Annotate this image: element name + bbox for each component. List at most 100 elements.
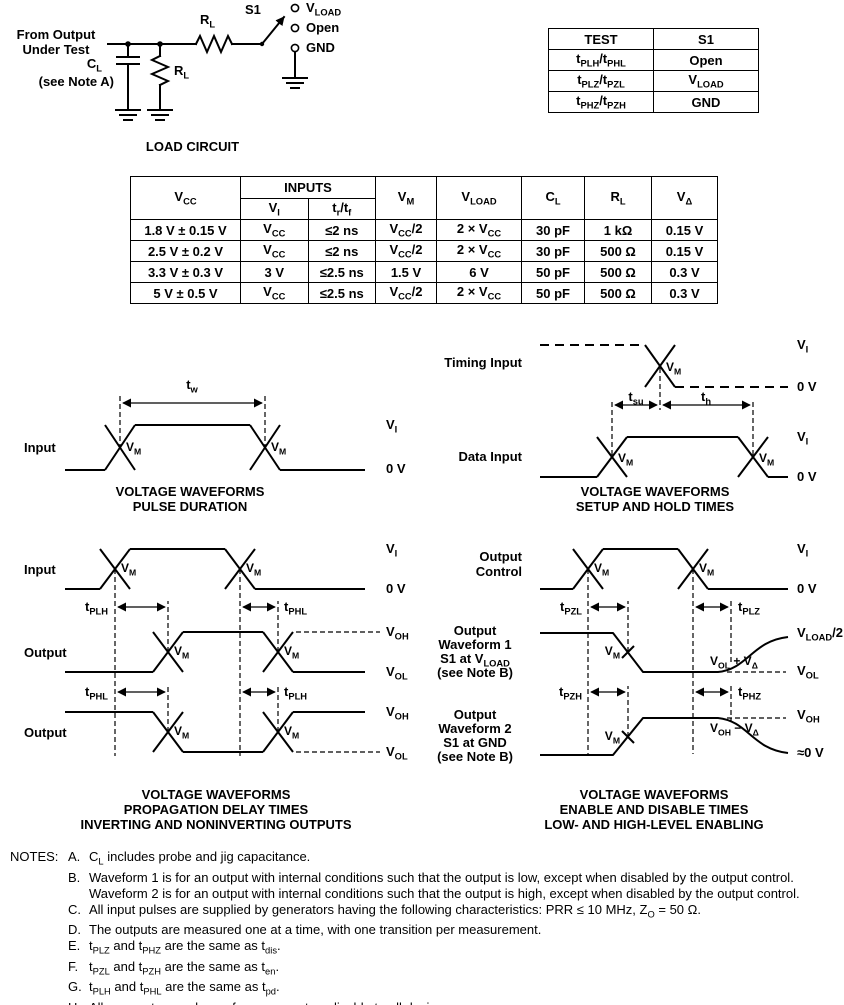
tphl-label: tPHL [84,684,108,702]
note-item: G. tPLH and tPHL are the same as tpd. [68,979,840,1000]
data-cell: GND [653,91,759,113]
enable-caption-2: ENABLE AND DISABLE TIMES [559,802,749,817]
waveform1-label-line4: (see Note B) [437,665,513,680]
table-row: tPHZ/tPZH GND [548,91,759,113]
note-item: D. The outputs are measured one at a tim… [68,922,840,938]
data-cell: ≤2 ns [307,219,376,241]
note-text: tPZL and tPZH are the same as ten. [89,958,280,977]
vm-label: VM [699,561,715,578]
waveform1-label-line3: S1 at VLOAD [440,651,510,669]
data-cell: 50 pF [521,261,585,283]
data-cell: 0.15 V [651,240,718,262]
data-cell: ≤2 ns [307,240,376,262]
vload-terminal-label: VLOAD [306,0,342,18]
data-cell: 2.5 V ± 0.2 V [130,240,241,262]
cl-label: CL [86,56,102,74]
table-row: 3.3 V ± 0.3 V 3 V ≤2.5 ns 1.5 V 6 V 50 p… [130,261,718,283]
note-text: All input pulses are supplied by generat… [89,901,701,920]
s1-label: S1 [245,2,261,17]
control-guides [587,569,694,754]
from-output-line1: From Output [16,27,96,42]
data-cell: 5 V ± 0.5 V [130,282,241,304]
tpzh-label: tPZH [558,684,582,702]
ground-symbol [115,109,141,121]
switch-pivot-dot [259,41,265,47]
data-cell: 2 × VCC [436,240,522,262]
ground-symbol [282,77,308,89]
data-cell: 30 pF [521,240,585,262]
data-cell: VCC/2 [375,219,437,241]
vm-label: VM [126,440,142,457]
note-item: Waveform 2 is for an output with interna… [68,886,840,902]
note-text: All parameters and waveforms are not app… [89,1000,453,1005]
voh-level-label: VOH [797,707,820,725]
data-cell: 50 pF [521,282,585,304]
enable-measure-guides [627,601,732,737]
vi-level-label: VI [386,541,398,559]
data-cell: VCC [240,240,309,262]
data-cell: 6 V [436,261,522,283]
enable-caption-3: LOW- AND HIGH-LEVEL ENABLING [544,817,764,832]
data-cell: 30 pF [521,219,585,241]
data-cell: 3 V [240,261,309,283]
header-cell: tr/tf [307,198,376,220]
vm-label: VM [604,644,620,661]
header-cell: VΔ [651,176,718,220]
header-cell: INPUTS [240,176,376,199]
data-cell: 0.15 V [651,219,718,241]
vm-label: VM [174,644,190,661]
data-cell: 1 kΩ [584,219,652,241]
data-cell: 1.5 V [375,261,437,283]
setup-caption-1: VOLTAGE WAVEFORMS [580,484,730,499]
pulse-input-trace [65,424,365,471]
data-cell: VCC/2 [375,282,437,304]
resistor-symbol-shunt [149,54,171,87]
vm-label: VM [121,561,137,578]
zero-level-label: 0 V [386,581,406,596]
tphz-label: tPHZ [738,684,762,702]
tplz-label: tPLZ [738,599,760,617]
table-row: 5 V ± 0.5 V VCC ≤2.5 ns VCC/2 2 × VCC 50… [130,282,718,304]
notes-list: A. CL includes probe and jig capacitance… [68,849,840,1005]
data-cell: 0.3 V [651,261,718,283]
tphl-label: tPHL [284,599,308,617]
header-cell: S1 [653,28,759,50]
data-cell: 3.3 V ± 0.3 V [130,261,241,283]
data-cell: Open [653,49,759,71]
waveform2-label-line4: (see Note B) [437,749,513,764]
data-input-label: Data Input [458,449,522,464]
data-cell: tPLZ/tPZL [548,70,654,92]
note-text: Waveform 1 is for an output with interna… [89,869,794,885]
timing-input-label: Timing Input [444,355,522,370]
note-letter: E. [68,938,81,954]
from-output-label: From Output Under Test [4,27,108,57]
s1-test-table: TEST S1 tPLH/tPHL Open tPLZ/tPZL VLOAD t… [548,28,759,113]
vm-label: VM [594,561,610,578]
resistor-symbol-series [194,33,234,55]
table-row: 2.5 V ± 0.2 V VCC ≤2 ns VCC/2 2 × VCC 30… [130,240,718,262]
vm-label: VM [759,451,775,468]
cl-note-label: (see Note A) [38,74,114,89]
zero-level-label: 0 V [797,581,817,596]
header-cell: TEST [548,28,654,50]
junction-dot [125,41,131,47]
vi-level-label: VI [386,417,398,435]
vol-level-label: VOL [386,744,408,762]
vi-level-label: VI [797,337,809,355]
note-text: tPLZ and tPHZ are the same as tdis. [89,938,281,956]
enable-caption-1: VOLTAGE WAVEFORMS [579,787,729,802]
vm-label: VM [271,440,287,457]
th-label: th [700,389,712,407]
data-cell: VLOAD [653,70,759,92]
data-cell: VCC [240,219,309,241]
note-item: E. tPLZ and tPHZ are the same as tdis. [68,938,840,959]
pulse-caption-2: PULSE DURATION [132,499,248,514]
capacitor-symbol [116,56,140,65]
prop-output1-label: Output [24,645,67,660]
note-item: A. CL includes probe and jig capacitance… [68,849,840,870]
enable-level-extensions [727,671,786,719]
note-text: CL includes probe and jig capacitance. [89,849,311,867]
dimension-arrows [117,398,751,697]
note-item: H. All parameters and waveforms are not … [68,1000,840,1005]
